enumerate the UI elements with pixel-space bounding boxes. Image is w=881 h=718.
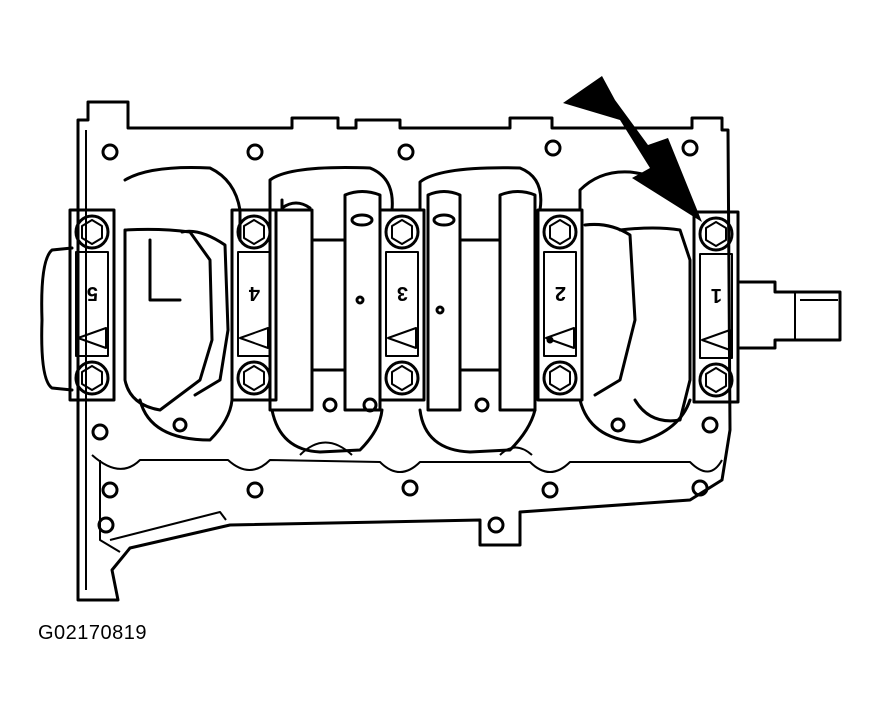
bearing-cap: 4 — [230, 208, 278, 402]
engine-block — [76, 100, 732, 602]
block-bolt-holes — [91, 139, 719, 534]
bearing-cap: 2 — [536, 208, 584, 402]
cap-number: 3 — [397, 282, 408, 304]
bearing-cap: 3 — [378, 208, 426, 402]
figure-code: G02170819 — [38, 622, 148, 644]
cap-number: 2 — [555, 282, 566, 304]
cap-number: 5 — [87, 282, 98, 304]
bearing-cap: 5 — [68, 208, 116, 402]
arrow-icon — [563, 76, 702, 222]
bearing-cap: 1 — [692, 210, 740, 404]
cap-number: 4 — [248, 282, 260, 304]
cap-number: 1 — [711, 284, 722, 306]
